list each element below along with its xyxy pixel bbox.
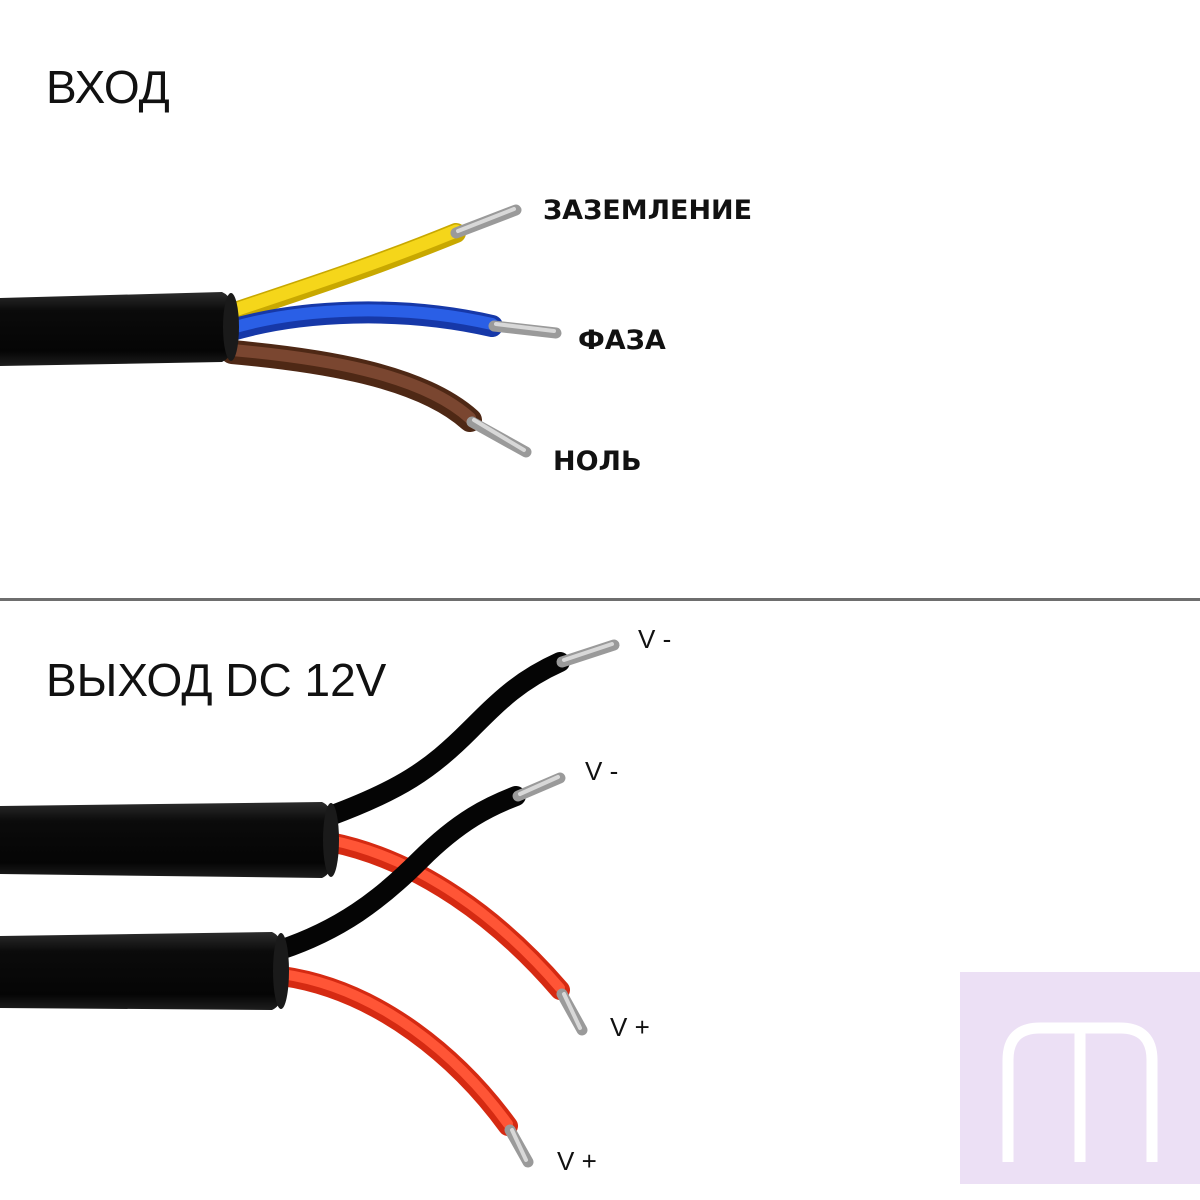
output-cable-jacket-1	[0, 802, 336, 878]
input-cable-jacket	[0, 292, 236, 366]
pin-label-negative-2: V -	[585, 756, 619, 786]
output-wire-positive-2	[272, 966, 534, 1168]
output-wire-positive-1	[320, 832, 588, 1036]
output-title: ВЫХОД DC 12V	[46, 654, 387, 706]
output-wire-negative-2	[270, 772, 566, 960]
pin-label-negative-1: V -	[638, 624, 672, 654]
output-wire-negative-1	[320, 639, 620, 826]
neutral-wire	[220, 340, 532, 458]
ground-label: ЗАЗЕМЛЕНИЕ	[543, 195, 753, 226]
ground-wire	[222, 204, 522, 323]
pin-label-positive-2: V +	[557, 1146, 597, 1176]
m-logo-icon	[960, 972, 1200, 1184]
pin-label-positive-1: V +	[610, 1012, 650, 1042]
input-title: ВХОД	[46, 61, 170, 113]
neutral-label: НОЛЬ	[553, 446, 642, 477]
phase-label: ФАЗА	[578, 325, 666, 356]
section-divider	[0, 598, 1200, 601]
phase-wire	[221, 301, 562, 341]
output-cable-jacket-2	[0, 932, 286, 1010]
watermark-logo	[960, 972, 1200, 1184]
